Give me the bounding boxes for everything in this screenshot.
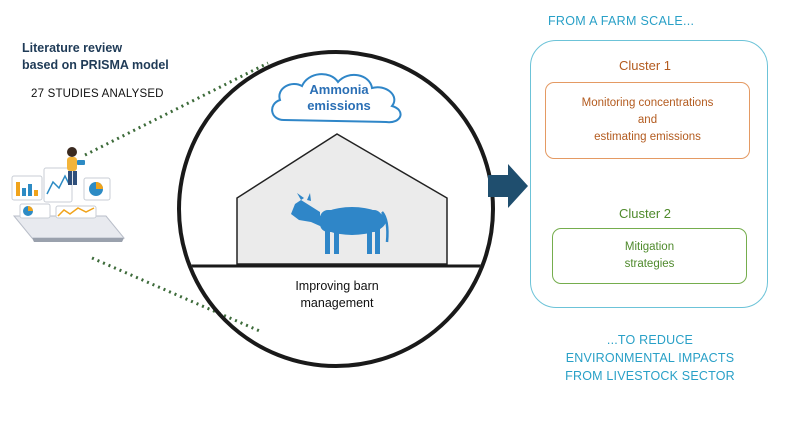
cluster1-box: Monitoring concentrations and estimating…	[545, 82, 750, 159]
studies-count: 27 STUDIES ANALYSED	[31, 88, 164, 100]
barn-scene	[181, 133, 491, 268]
caption-line1: Improving barn	[295, 279, 379, 293]
reduce-line1: ...TO REDUCE	[606, 333, 694, 347]
reduce-impacts-text: ...TO REDUCE ENVIRONMENTAL IMPACTS FROM …	[535, 331, 765, 385]
cluster2-line2: strategies	[624, 258, 675, 270]
reduce-line2: ENVIRONMENTAL IMPACTS	[565, 351, 735, 365]
farm-scale-title: FROM A FARM SCALE...	[548, 14, 695, 28]
barn-caption: Improving barn management	[262, 278, 412, 312]
cloud-label: Ammonia emissions	[289, 82, 389, 114]
cluster2-line1: Mitigation	[624, 241, 675, 253]
literature-review-title: Literature review based on PRISMA model	[22, 40, 222, 74]
reduce-line3: FROM LIVESTOCK SECTOR	[565, 369, 735, 383]
cloud-icon	[271, 73, 402, 124]
cow-icon	[291, 193, 389, 254]
dotted-line-top	[84, 61, 269, 157]
central-circle	[177, 50, 495, 368]
analyst-dashboard-illustration	[11, 147, 126, 242]
dotted-line-bottom	[91, 256, 263, 334]
cluster2-title: Cluster 2	[618, 206, 672, 221]
cluster2-box: Mitigation strategies	[552, 228, 747, 284]
literature-title-line2: based on PRISMA model	[22, 58, 169, 72]
cluster1-title: Cluster 1	[618, 58, 672, 73]
barn-icon	[236, 133, 448, 265]
clusters-panel	[530, 40, 768, 308]
cluster1-line2: and	[637, 114, 658, 126]
cloud-line2: emissions	[307, 98, 371, 113]
cloud-line1: Ammonia	[309, 82, 369, 97]
cluster1-line1: Monitoring concentrations	[581, 97, 714, 109]
caption-line2: management	[300, 296, 374, 310]
literature-title-line1: Literature review	[22, 41, 123, 55]
cluster1-line3: estimating emissions	[594, 131, 701, 143]
right-arrow-icon	[488, 164, 528, 208]
